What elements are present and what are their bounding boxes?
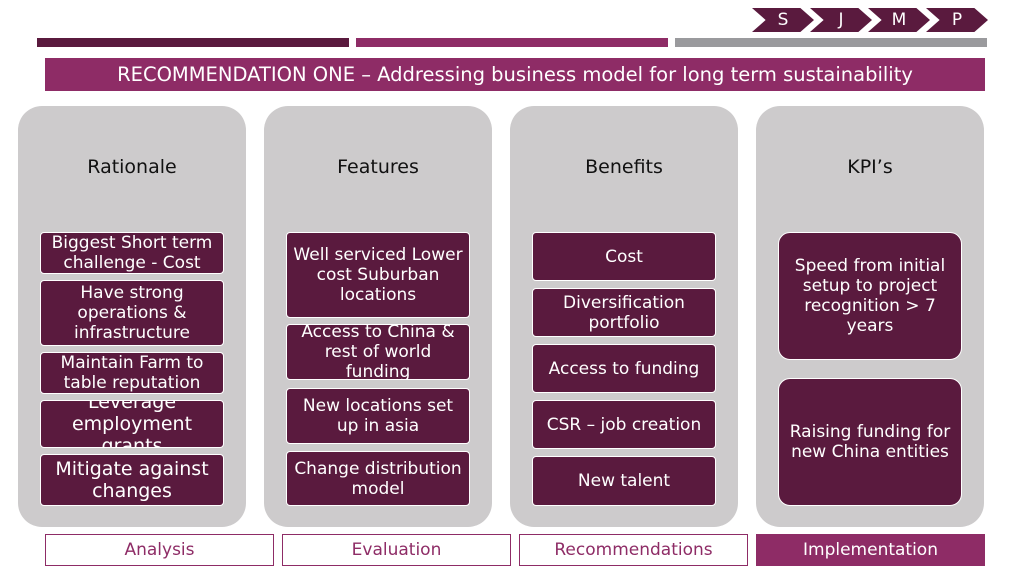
nav-step-j[interactable]: J <box>810 8 872 32</box>
benefits-item: Access to funding <box>532 344 716 393</box>
kpi-item: Speed from initial setup to project reco… <box>778 232 962 360</box>
tab-implementation[interactable]: Implementation <box>756 534 985 566</box>
column-rationale: Rationale Biggest Short term challenge -… <box>18 106 246 527</box>
item-text: Maintain Farm to table reputation <box>60 353 204 393</box>
item-text: CSR – job creation <box>546 414 702 435</box>
page-title: RECOMMENDATION ONE – Addressing business… <box>45 58 985 91</box>
rationale-item: Maintain Farm to table reputation <box>40 352 224 394</box>
column-heading: Benefits <box>585 156 663 178</box>
features-item: New locations set up in asia <box>286 388 470 444</box>
column-benefits: Benefits Cost Diversification portfolio … <box>510 106 738 527</box>
rationale-item: Leverage employment grants <box>40 400 224 448</box>
item-text: Have strong operations & infrastructure <box>73 283 191 343</box>
column-heading: KPI’s <box>847 156 893 178</box>
nav-step-label: P <box>951 10 963 30</box>
benefits-item: CSR – job creation <box>532 400 716 449</box>
features-item: Well serviced Lower cost Suburban locati… <box>286 232 470 318</box>
features-item: Access to China & rest of world funding <box>286 324 470 380</box>
nav-step-s[interactable]: S <box>752 8 814 32</box>
item-text: Diversification portfolio <box>563 292 685 333</box>
item-text: Access to China & rest of world funding <box>301 324 455 380</box>
column-heading: Rationale <box>87 156 177 178</box>
progress-bar-3 <box>675 38 987 47</box>
column-features: Features Well serviced Lower cost Suburb… <box>264 106 492 527</box>
item-text: Change distribution model <box>294 458 462 499</box>
rationale-item: Have strong operations & infrastructure <box>40 280 224 346</box>
column-heading: Features <box>337 156 419 178</box>
rationale-item: Biggest Short term challenge - Cost <box>40 232 224 274</box>
nav-step-label: S <box>777 10 789 30</box>
tab-evaluation[interactable]: Evaluation <box>282 534 511 566</box>
item-text: Mitigate against changes <box>55 458 209 502</box>
nav-step-label: M <box>891 10 907 30</box>
features-item: Change distribution model <box>286 451 470 506</box>
progress-bar-2 <box>356 38 668 47</box>
item-text: Biggest Short term challenge - Cost <box>51 233 213 273</box>
benefits-item: Diversification portfolio <box>532 288 716 337</box>
benefits-item: New talent <box>532 456 716 506</box>
progress-bar-1 <box>37 38 349 47</box>
item-text: New talent <box>577 471 671 491</box>
item-text: Access to funding <box>548 358 700 379</box>
item-text: Cost <box>605 246 643 267</box>
kpi-item: Raising funding for new China entities <box>778 378 962 506</box>
item-text: Raising funding for new China entities <box>789 422 951 462</box>
nav-step-label: J <box>838 10 844 30</box>
item-text: Leverage employment grants <box>71 400 193 448</box>
nav-step-p[interactable]: P <box>926 8 988 32</box>
item-text: Well serviced Lower cost Suburban locati… <box>293 245 463 305</box>
benefits-item: Cost <box>532 232 716 281</box>
rationale-item: Mitigate against changes <box>40 454 224 506</box>
tab-analysis[interactable]: Analysis <box>45 534 274 566</box>
nav-step-m[interactable]: M <box>868 8 930 32</box>
item-text: New locations set up in asia <box>302 396 454 436</box>
column-kpis: KPI’s Speed from initial setup to projec… <box>756 106 984 527</box>
tab-recommendations[interactable]: Recommendations <box>519 534 748 566</box>
item-text: Speed from initial setup to project reco… <box>794 256 946 336</box>
